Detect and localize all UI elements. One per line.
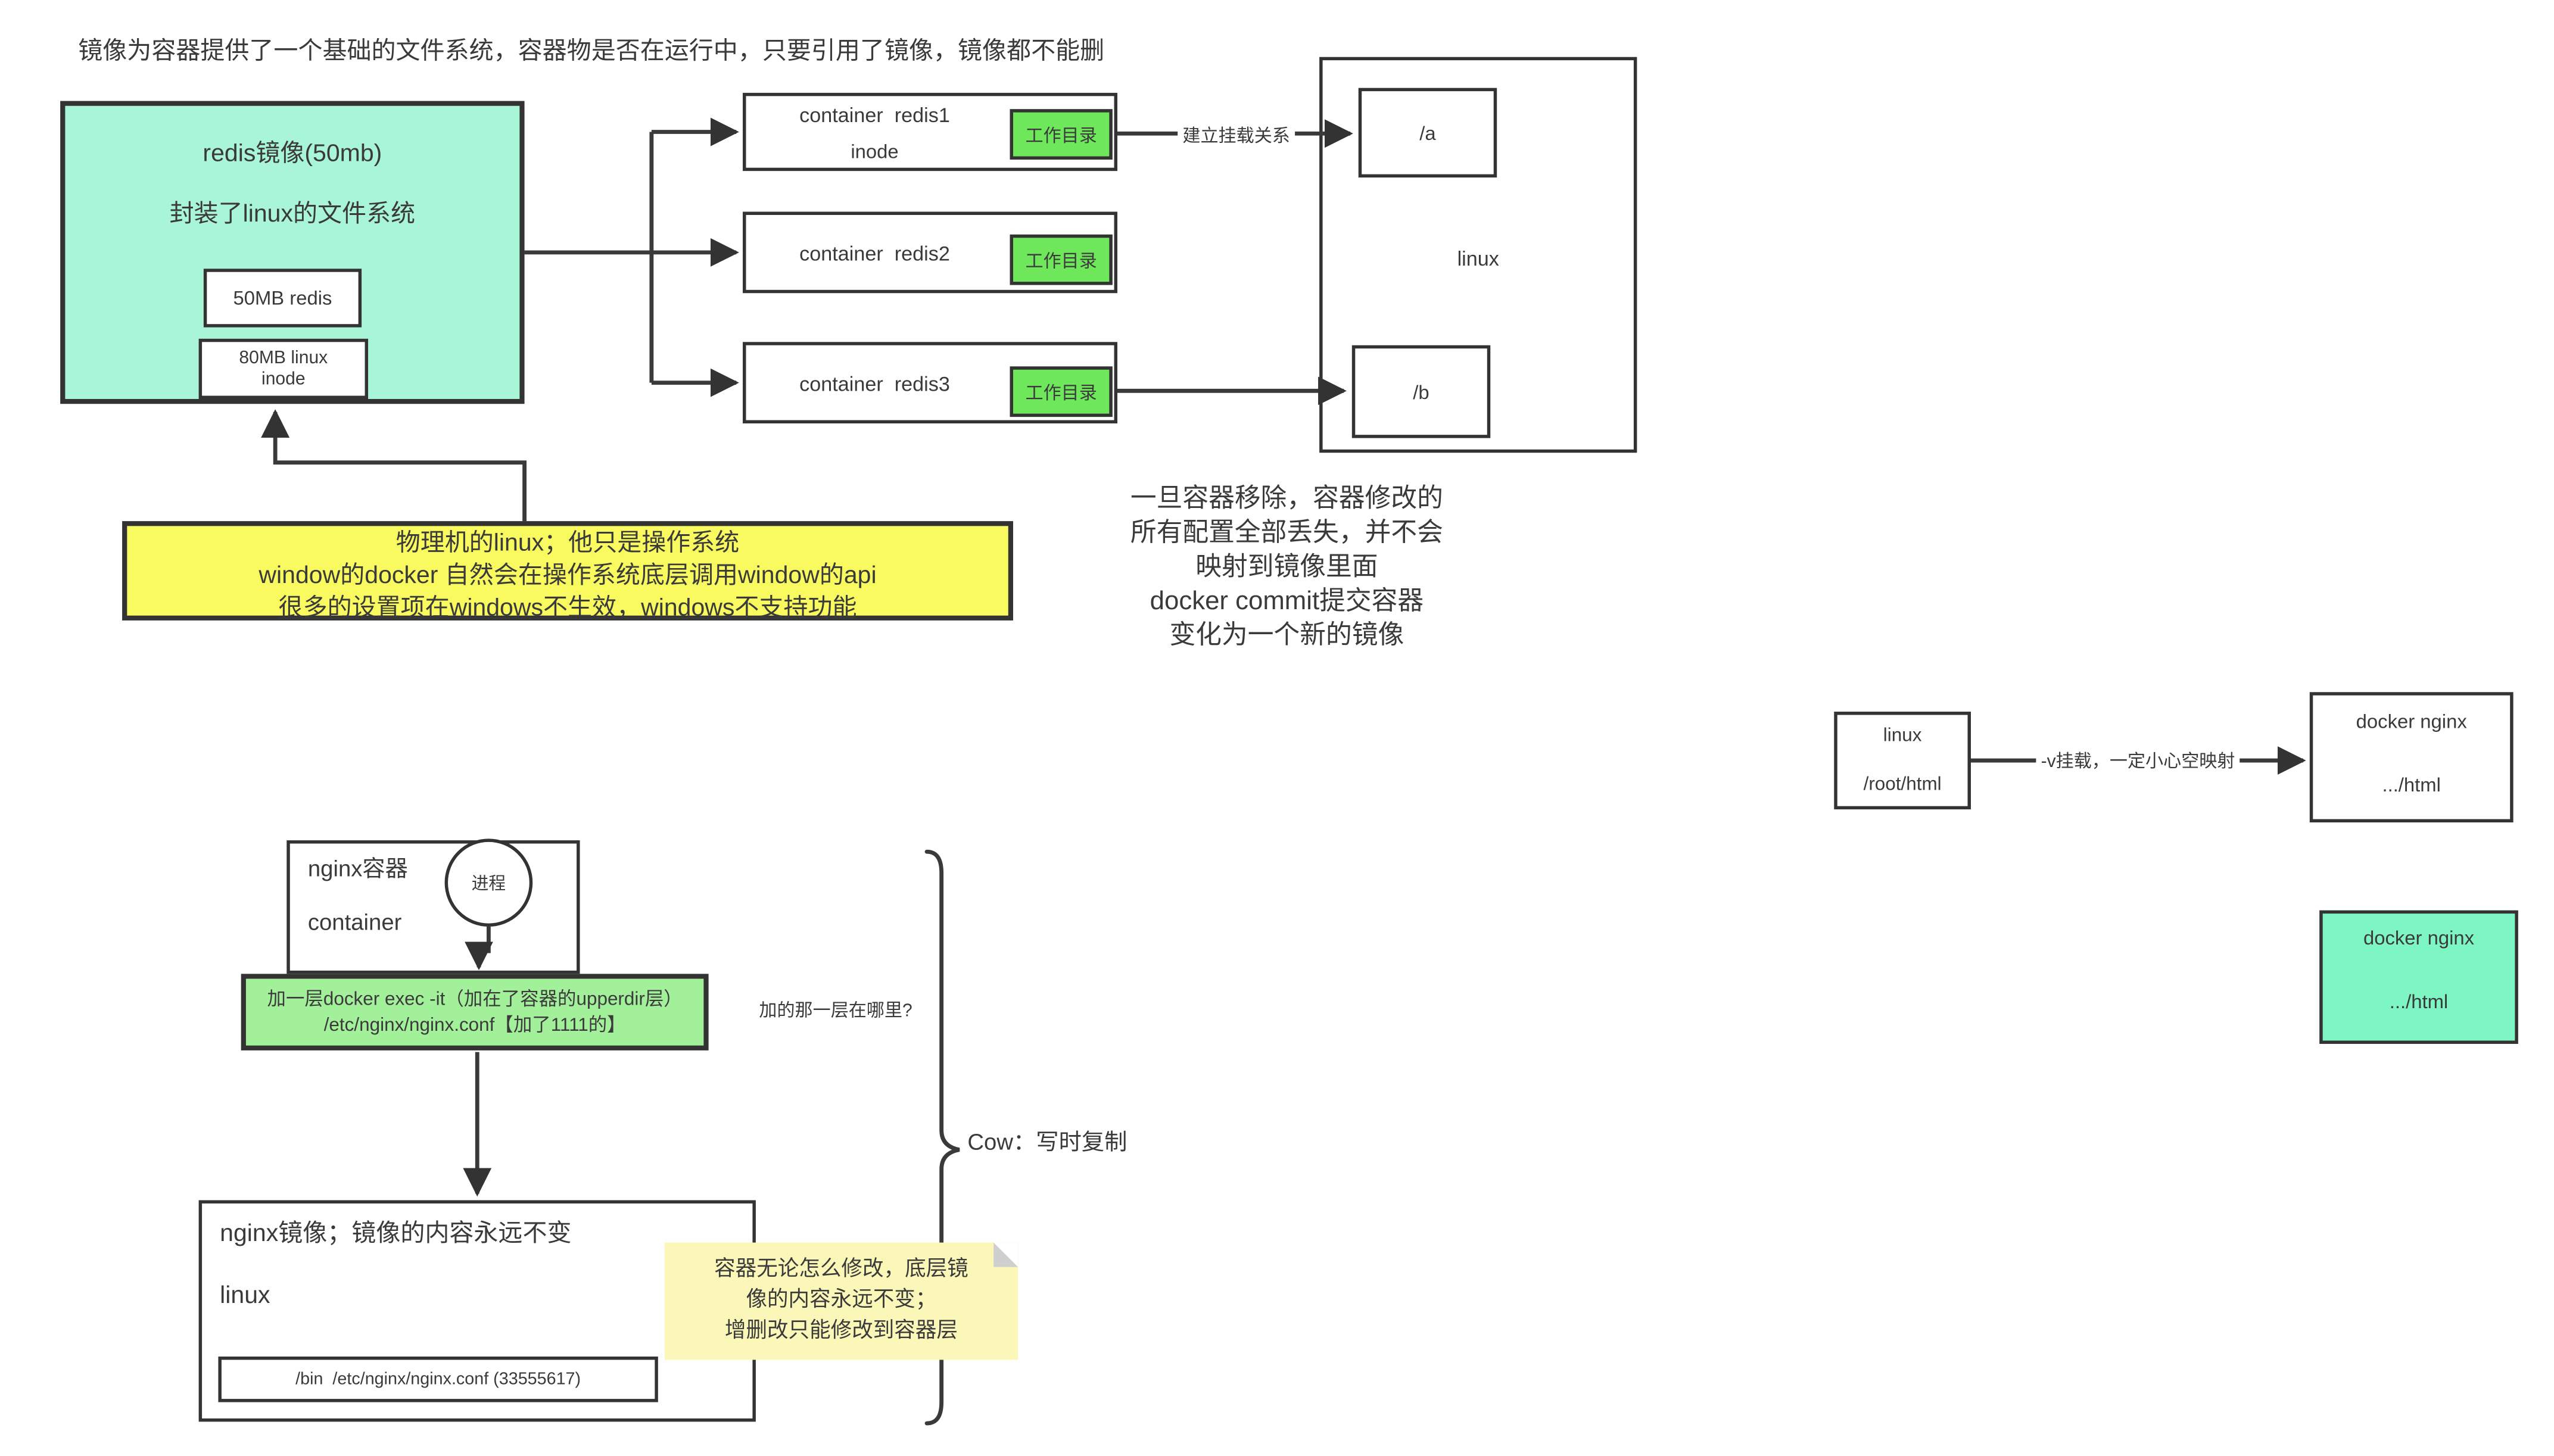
cow-label: Cow：写时复制	[967, 1128, 1128, 1155]
workdir-tag-redis3: 工作目录	[1010, 366, 1113, 417]
host-os-label: linux	[1457, 247, 1499, 270]
container-redis3-box: container redis3 工作目录	[743, 342, 1118, 424]
docker-nginx-card: docker nginx .../html	[2319, 910, 2518, 1044]
commit-note-line1: 一旦容器移除，容器修改的	[1130, 485, 1443, 513]
sticky-note: 容器无论怎么修改，底层镜 像的内容永远不变； 增删改只能修改到容器层	[664, 1242, 1019, 1360]
exec-layer-line1: 加一层docker exec -it（加在了容器的upperdir层）	[267, 990, 683, 1010]
mount-dir-a-box: /a	[1358, 88, 1497, 178]
volume-target-path: .../html	[2382, 773, 2441, 797]
redis-image-box: redis镜像(50mb) 封装了linux的文件系统 50MB redis 8…	[60, 101, 525, 404]
layer-question-label: 加的那一层在哪里?	[759, 1001, 912, 1021]
host-linux-box: /a linux /b	[1319, 57, 1637, 453]
redis-layer-box: 50MB redis	[203, 269, 362, 328]
volume-target-title: docker nginx	[2356, 710, 2467, 733]
branch-trunk-line	[524, 132, 654, 383]
linux-layer-line2: inode	[261, 369, 306, 389]
top-note: 镜像为容器提供了一个基础的文件系统，容器物是否在运行中，只要引用了镜像，镜像都不…	[78, 37, 1105, 66]
volume-mount-label: -v挂载，一定小心空映射	[2036, 747, 2240, 774]
volume-source-path: /root/html	[1863, 775, 1942, 795]
windows-warning-note: 物理机的linux；他只是操作系统 window的docker 自然会在操作系统…	[122, 521, 1013, 622]
nginx-image-os: linux	[220, 1282, 270, 1310]
nginx-image-files-box: /bin /etc/nginx/nginx.conf (33555617)	[218, 1357, 658, 1402]
commit-note-line2: 所有配置全部丢失，并不会	[1130, 519, 1443, 547]
linux-layer-box: 80MB linux inode	[198, 338, 369, 400]
container-redis1-inode: inode	[851, 140, 899, 163]
sticky-line1: 容器无论怎么修改，底层镜	[714, 1255, 968, 1280]
redis-image-title: redis镜像(50mb)	[203, 140, 382, 168]
docker-nginx-card-path: .../html	[2389, 990, 2449, 1013]
commit-note: 一旦容器移除，容器修改的 所有配置全部丢失，并不会 映射到镜像里面 docker…	[1067, 482, 1506, 653]
nginx-container-box: nginx容器 container	[286, 840, 580, 974]
commit-note-line3: 映射到镜像里面	[1195, 553, 1378, 582]
mount-relation-label: 建立挂载关系	[1178, 122, 1295, 148]
warning-line3: 很多的设置项在windows不生效，windows不支持功能	[278, 594, 857, 622]
docker-nginx-card-title: docker nginx	[2363, 927, 2475, 950]
volume-source-title: linux	[1883, 726, 1922, 746]
mount-dir-b-box: /b	[1351, 345, 1491, 438]
container-redis1-name: container redis1	[799, 104, 950, 127]
sticky-line3: 增删改只能修改到容器层	[724, 1317, 958, 1342]
container-redis3-name: container redis3	[799, 373, 950, 396]
volume-source-box: linux /root/html	[1834, 712, 1971, 810]
redis-image-subtitle: 封装了linux的文件系统	[169, 200, 416, 228]
exec-layer-line2: /etc/nginx/nginx.conf【加了1111的】	[323, 1016, 626, 1036]
process-circle: 进程	[444, 838, 533, 927]
nginx-image-box: nginx镜像；镜像的内容永远不变 linux /bin /etc/nginx/…	[198, 1200, 756, 1422]
volume-target-box: docker nginx .../html	[2309, 692, 2513, 823]
nginx-image-title: nginx镜像；镜像的内容永远不变	[220, 1220, 572, 1248]
commit-note-line5: 变化为一个新的镜像	[1169, 622, 1404, 650]
linux-layer-line1: 80MB linux	[239, 348, 328, 369]
container-redis2-name: container redis2	[799, 242, 950, 266]
commit-note-line4: docker commit提交容器	[1150, 588, 1424, 616]
arrow-warning-to-redis	[261, 409, 527, 522]
workdir-tag-redis2: 工作目录	[1010, 234, 1113, 285]
warning-line1: 物理机的linux；他只是操作系统	[395, 529, 740, 557]
sticky-fold-corner-icon	[993, 1242, 1019, 1267]
nginx-container-title: nginx容器	[307, 855, 408, 881]
workdir-tag-redis1: 工作目录	[1010, 109, 1113, 160]
container-redis1-box: container redis1 inode 工作目录	[743, 92, 1118, 172]
warning-line2: window的docker 自然会在操作系统底层调用window的api	[258, 562, 877, 590]
exec-layer-box: 加一层docker exec -it（加在了容器的upperdir层） /etc…	[241, 974, 709, 1050]
sticky-line2: 像的内容永远不变；	[746, 1286, 937, 1311]
container-redis2-box: container redis2 工作目录	[743, 211, 1118, 294]
nginx-container-subtitle: container	[307, 908, 402, 935]
